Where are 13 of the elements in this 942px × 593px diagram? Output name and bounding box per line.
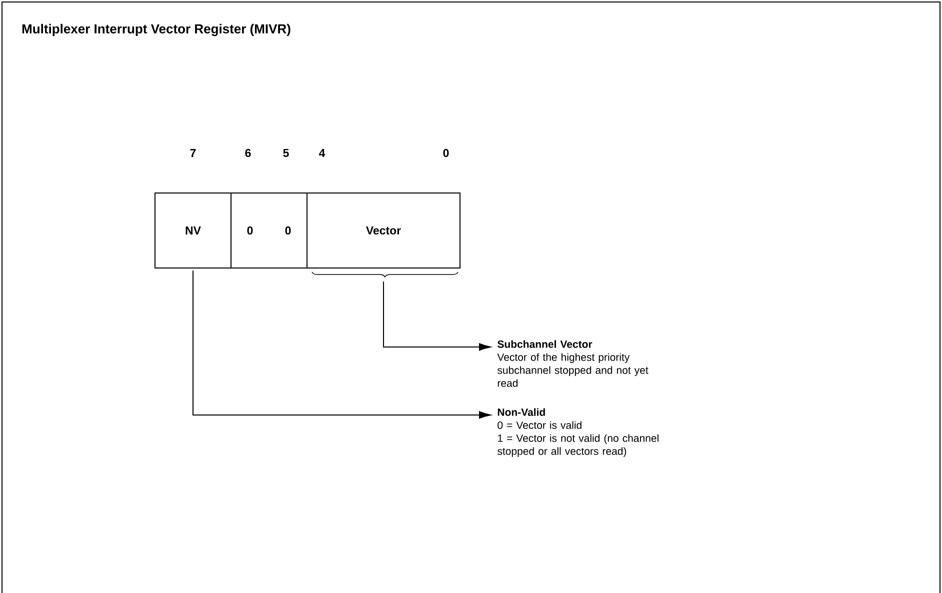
bit-number: 7 xyxy=(190,149,196,157)
bit-number: 0 xyxy=(443,148,449,158)
register-cell: Vector xyxy=(306,192,460,268)
bit-number: 5 xyxy=(283,149,289,157)
arrow xyxy=(192,270,491,419)
register-cell: 0 0 xyxy=(230,192,308,268)
bit-number: 4 xyxy=(318,149,326,157)
description-text: Subchannel Vector Vector of the highest priority subchannel stopped and not yet read xyxy=(497,340,648,387)
arrow xyxy=(383,281,491,351)
register-cell: NV xyxy=(154,192,232,268)
title: Multiplexer Interrupt Vector Register (MIVR) xyxy=(22,24,290,36)
bit-number: 6 xyxy=(245,148,251,158)
description-text: Non-Valid 0 = Vector is valid 1 = Vector is not valid (no channel stopped or all vectors read) xyxy=(498,408,658,457)
